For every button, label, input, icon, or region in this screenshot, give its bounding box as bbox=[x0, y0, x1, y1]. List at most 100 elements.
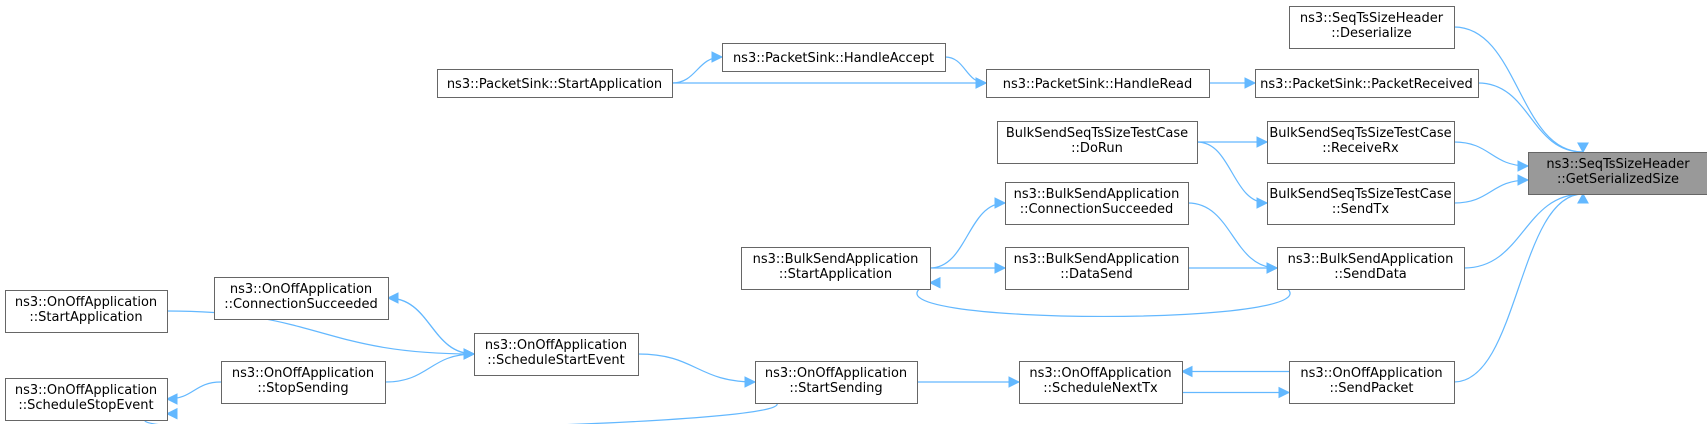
arrowhead bbox=[1256, 197, 1269, 209]
arrowhead bbox=[1180, 365, 1193, 378]
edge-handleread-pktrecv bbox=[1209, 77, 1257, 89]
node-label: ::ScheduleStopEvent bbox=[18, 398, 153, 413]
node-label: ns3::BulkSendApplication bbox=[1288, 252, 1454, 267]
nodes: ns3::SeqTsSizeHeader::GetSerializedSizen… bbox=[5, 6, 1707, 421]
node-oostopevent[interactable]: ns3::OnOffApplication::ScheduleStopEvent bbox=[5, 378, 168, 421]
node-label: ns3::OnOffApplication bbox=[15, 383, 157, 398]
arrowhead bbox=[1577, 142, 1589, 154]
node-label: ::StartApplication bbox=[779, 267, 892, 282]
node-label: ns3::PacketSink::HandleAccept bbox=[733, 51, 934, 66]
node-bsstart[interactable]: ns3::BulkSendApplication::StartApplicati… bbox=[741, 247, 931, 290]
edge-bsconn-bssenddata bbox=[1187, 202, 1279, 274]
arrowhead bbox=[1008, 376, 1021, 388]
node-label: ::StopSending bbox=[257, 381, 348, 396]
node-label: ns3::OnOffApplication bbox=[1029, 366, 1171, 381]
node-label: ::StartSending bbox=[789, 381, 882, 396]
arrowhead bbox=[1256, 136, 1269, 148]
edge-sendtx-root bbox=[1453, 174, 1530, 204]
node-label: ::SendData bbox=[1334, 267, 1407, 282]
edge-bssenddata-root bbox=[1463, 192, 1589, 269]
node-sendtx[interactable]: BulkSendSeqTsSizeTestCase::SendTx bbox=[1267, 182, 1455, 225]
node-oostopsending[interactable]: ns3::OnOffApplication::StopSending bbox=[221, 361, 386, 404]
node-label: ns3::SeqTsSizeHeader bbox=[1546, 157, 1690, 172]
node-label: ns3::BulkSendApplication bbox=[753, 252, 919, 267]
node-label: ::Deserialize bbox=[1331, 26, 1412, 41]
node-label: ns3::OnOffApplication bbox=[1300, 366, 1442, 381]
edge-oostartevent-ooconn bbox=[386, 292, 475, 355]
arrowhead bbox=[1244, 77, 1257, 89]
node-oosendpacket[interactable]: ns3::OnOffApplication::SendPacket bbox=[1289, 361, 1455, 404]
edge-bsdatasend-bssenddata bbox=[1188, 262, 1279, 274]
arrowhead bbox=[165, 407, 178, 420]
node-label: ::StartApplication bbox=[29, 310, 142, 325]
node-label: ::DataSend bbox=[1060, 267, 1133, 282]
edge-oostartevent-oostartsending bbox=[637, 353, 757, 388]
edge-oostartsending-oonexttx bbox=[917, 376, 1021, 388]
arrowhead bbox=[1278, 386, 1291, 399]
node-label: BulkSendSeqTsSizeTestCase bbox=[1269, 126, 1451, 141]
edge-pksstart-handleaccept bbox=[671, 51, 724, 84]
node-label: ::ConnectionSucceeded bbox=[224, 297, 378, 312]
node-label: ns3::PacketSink::StartApplication bbox=[447, 77, 662, 92]
node-label: ns3::SeqTsSizeHeader bbox=[1300, 11, 1444, 26]
node-label: ns3::OnOffApplication bbox=[765, 366, 907, 381]
arrowhead bbox=[165, 393, 178, 405]
node-label: ::ScheduleNextTx bbox=[1043, 381, 1158, 396]
node-label: ns3::BulkSendApplication bbox=[1014, 187, 1180, 202]
node-label: ::SendTx bbox=[1332, 202, 1389, 217]
edge-oosendpacket-oonexttx bbox=[1180, 365, 1289, 378]
node-root[interactable]: ns3::SeqTsSizeHeader::GetSerializedSize bbox=[1528, 152, 1707, 195]
edge-bsstart-bsdatasend bbox=[930, 262, 1007, 274]
node-handleaccept[interactable]: ns3::PacketSink::HandleAccept bbox=[722, 43, 946, 72]
node-handleread[interactable]: ns3::PacketSink::HandleRead bbox=[986, 69, 1210, 98]
arrowhead bbox=[928, 276, 941, 289]
edge-oosendpacket-root bbox=[1453, 192, 1589, 383]
arrowhead bbox=[975, 77, 988, 89]
node-label: ns3::OnOffApplication bbox=[230, 282, 372, 297]
edge-pksstart-handleread bbox=[672, 77, 988, 89]
node-pktrecv[interactable]: ns3::PacketSink::PacketReceived bbox=[1255, 69, 1479, 98]
node-label: ns3::PacketSink::PacketReceived bbox=[1260, 77, 1473, 92]
node-label: ns3::OnOffApplication bbox=[15, 295, 157, 310]
node-label: ::ScheduleStartEvent bbox=[487, 353, 625, 368]
node-deser[interactable]: ns3::SeqTsSizeHeader::Deserialize bbox=[1289, 6, 1455, 49]
node-oostartsending[interactable]: ns3::OnOffApplication::StartSending bbox=[755, 361, 918, 404]
edge-dorun-receiverx bbox=[1197, 136, 1269, 148]
node-label: ::SendPacket bbox=[1329, 381, 1413, 396]
arrowhead bbox=[711, 51, 724, 63]
arrowhead bbox=[1517, 174, 1530, 186]
edge-oostartsending-oostopevent bbox=[144, 396, 778, 424]
node-label: ::DoRun bbox=[1071, 141, 1123, 156]
node-bssenddata[interactable]: ns3::BulkSendApplication::SendData bbox=[1277, 247, 1465, 290]
node-label: BulkSendSeqTsSizeTestCase bbox=[1269, 187, 1451, 202]
node-oostartapp[interactable]: ns3::OnOffApplication::StartApplication bbox=[5, 290, 168, 333]
edges bbox=[144, 26, 1589, 424]
edge-oonexttx-oosendpacket bbox=[1181, 386, 1291, 399]
node-pksstart[interactable]: ns3::PacketSink::StartApplication bbox=[437, 69, 673, 98]
node-receiverx[interactable]: BulkSendSeqTsSizeTestCase::ReceiveRx bbox=[1267, 121, 1455, 164]
node-label: ::GetSerializedSize bbox=[1557, 172, 1679, 187]
node-label: ::ConnectionSucceeded bbox=[1020, 202, 1174, 217]
node-label: ::ReceiveRx bbox=[1322, 141, 1399, 156]
node-oonexttx[interactable]: ns3::OnOffApplication::ScheduleNextTx bbox=[1019, 361, 1183, 404]
node-label: ns3::PacketSink::HandleRead bbox=[1003, 77, 1192, 92]
node-bsconn[interactable]: ns3::BulkSendApplication::ConnectionSucc… bbox=[1005, 182, 1189, 225]
node-oostartevent[interactable]: ns3::OnOffApplication::ScheduleStartEven… bbox=[474, 333, 639, 376]
arrowhead bbox=[1577, 192, 1589, 204]
edge-pktrecv-root bbox=[1477, 82, 1589, 154]
node-label: ns3::BulkSendApplication bbox=[1014, 252, 1180, 267]
node-bsdatasend[interactable]: ns3::BulkSendApplication::DataSend bbox=[1005, 247, 1189, 290]
arrowhead bbox=[1266, 262, 1279, 274]
node-label: BulkSendSeqTsSizeTestCase bbox=[1006, 126, 1188, 141]
node-label: ns3::OnOffApplication bbox=[485, 338, 627, 353]
arrowhead bbox=[744, 376, 757, 388]
arrowhead bbox=[386, 292, 399, 304]
node-dorun[interactable]: BulkSendSeqTsSizeTestCase::DoRun bbox=[997, 121, 1198, 164]
node-ooconn[interactable]: ns3::OnOffApplication::ConnectionSucceed… bbox=[214, 277, 389, 320]
arrowhead bbox=[1517, 160, 1530, 172]
arrowhead bbox=[994, 197, 1007, 209]
edge-receiverx-root bbox=[1453, 141, 1530, 172]
edge-dorun-sendtx bbox=[1196, 141, 1269, 209]
node-label: ns3::OnOffApplication bbox=[232, 366, 374, 381]
